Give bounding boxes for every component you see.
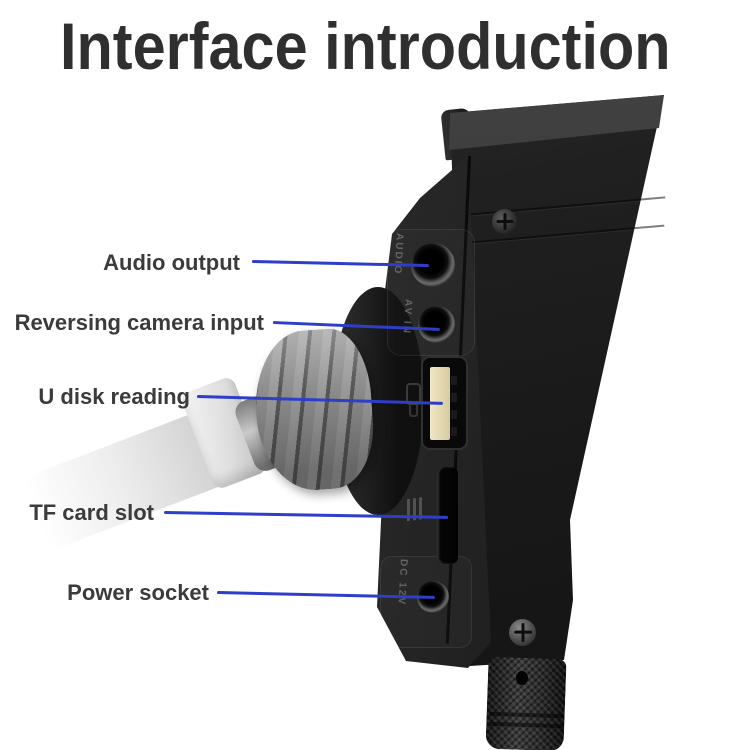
jack-plate xyxy=(387,229,475,356)
av-in-jack xyxy=(418,306,455,343)
callout-label-reversing-camera-input: Reversing camera input xyxy=(14,310,264,335)
callout-label-power-socket: Power socket xyxy=(67,580,209,605)
callout-label-audio-output: Audio output xyxy=(103,250,240,275)
callout-label-tf-card-slot: TF card slot xyxy=(29,500,154,525)
knurled-knob xyxy=(485,656,567,750)
usb-contact xyxy=(451,427,457,436)
dc-plate xyxy=(380,556,472,648)
screw-icon xyxy=(492,209,517,234)
knurled-knob-hole xyxy=(516,671,528,685)
usb-icon xyxy=(409,405,418,417)
usb-contact xyxy=(451,376,457,385)
page-title: Interface introduction xyxy=(60,9,671,83)
usb-contact xyxy=(451,393,457,402)
usb-contact xyxy=(451,410,457,419)
screw-icon xyxy=(509,619,536,646)
callout-label-u-disk-reading: U disk reading xyxy=(38,384,190,409)
